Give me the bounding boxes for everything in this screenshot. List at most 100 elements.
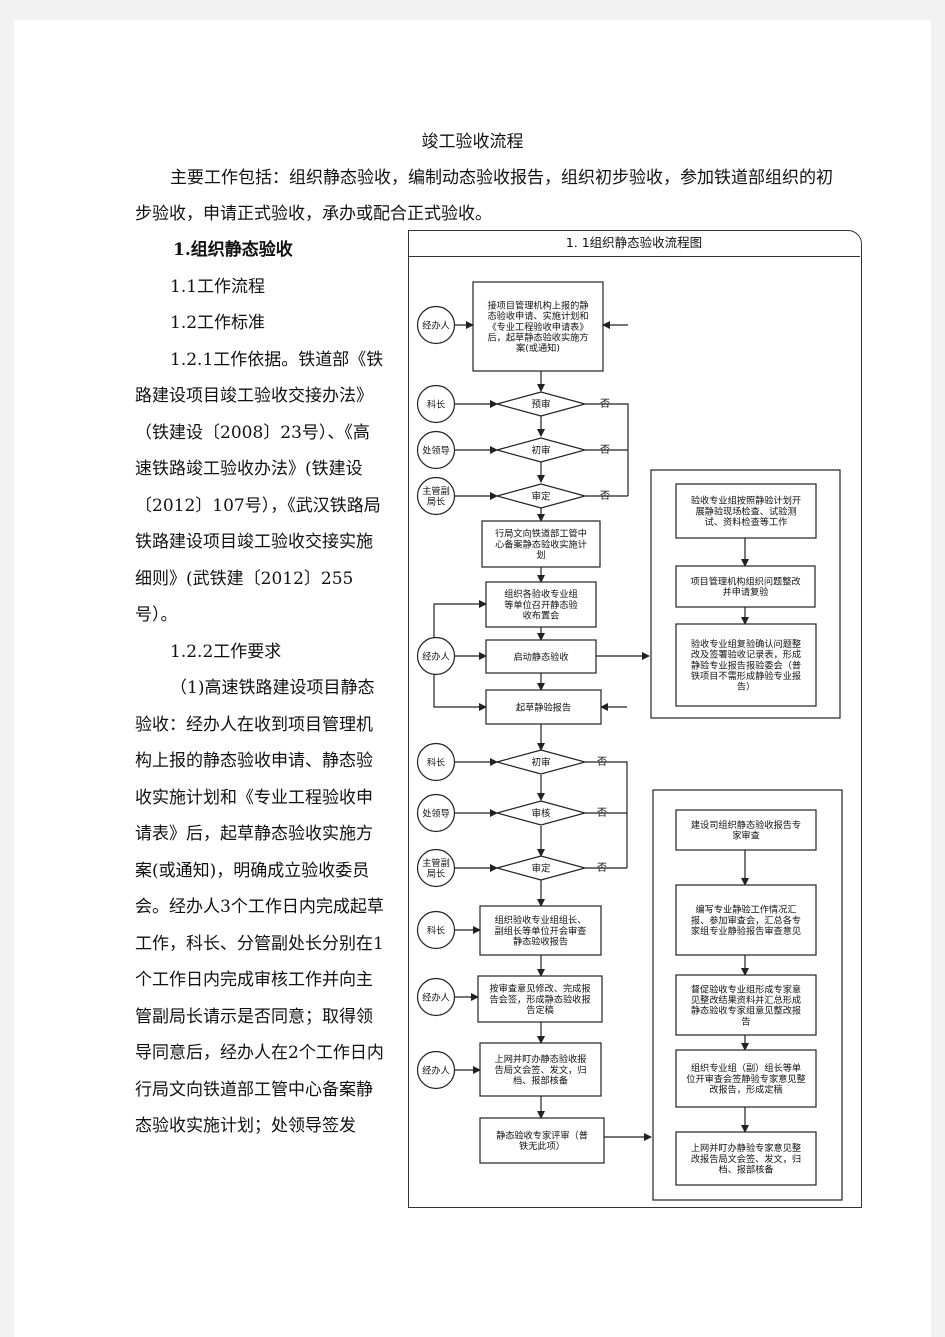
process-text: 改报告，形成定稿 <box>709 1084 783 1096</box>
process-text: 组织验收专业组组长、 <box>495 914 587 926</box>
role-label: 处领导 <box>422 807 450 819</box>
expert-review-group <box>652 789 843 1201</box>
paragraph-requirement-1: （1)高速铁路建设项目静态验收：经办人在收到项目管理机构上报的静态验收申请、静态… <box>135 678 384 1136</box>
section-heading: 1.组织静态验收 <box>173 240 293 260</box>
process-box-r2b4 <box>675 1049 817 1108</box>
process-text: 按审查意见修改、完成报 <box>489 983 590 995</box>
no-label: 否 <box>597 756 607 768</box>
flow-connector <box>585 761 628 868</box>
process-box-b6 <box>479 905 602 956</box>
paragraph-basis: 1.2.1工作依据。铁道部《铁路建设项目竣工验收交接办法》（铁建设〔2008〕2… <box>135 349 384 626</box>
process-text: 并申请复验 <box>723 586 769 598</box>
process-text: 告 <box>741 1015 750 1027</box>
process-text: 验收专业组按照静验计划开 <box>691 495 801 507</box>
intro-paragraph: 主要工作包括：组织静态验收，编制动态验收报告，组织初步验收，参加铁道部组织的初步… <box>135 160 835 232</box>
flowchart-title: 1. 1组织静态验收流程图 <box>408 230 860 257</box>
process-box-b1 <box>472 281 604 372</box>
role-circle-r5 <box>416 636 456 676</box>
decision-d3 <box>494 483 588 509</box>
process-box-r2b1 <box>675 809 817 851</box>
no-label: 否 <box>597 862 607 874</box>
process-box-b2 <box>481 520 601 568</box>
process-text: 心备案静态验收实施计 <box>495 538 587 550</box>
decision-label: 审定 <box>531 863 551 875</box>
role-label: 经办人 <box>422 1064 450 1076</box>
process-text: 督促验收专业组形成专家意 <box>691 983 801 995</box>
process-text: 行局文向铁道部工管中 <box>495 528 587 540</box>
role-label: 主管副 <box>422 857 450 869</box>
process-text: 改及签署验收记录表，形成 <box>691 649 801 661</box>
process-box-b4 <box>485 639 597 674</box>
process-text: 铁项目不需形成静验专业报 <box>691 670 801 682</box>
static-inspection-group <box>650 469 841 719</box>
decision-label: 初审 <box>531 757 550 769</box>
process-text: 启动静态验收 <box>513 651 568 663</box>
role-circle-r8 <box>416 848 456 888</box>
decision-label: 审定 <box>531 491 551 503</box>
process-text: 上网并盯办静验专家意见整 <box>691 1142 801 1154</box>
decision-d1 <box>494 391 588 417</box>
decision-label: 初审 <box>531 445 550 457</box>
decision-label: 预审 <box>531 399 550 411</box>
process-text: 等单位召开静态验 <box>504 599 578 611</box>
decision-d2 <box>494 437 588 463</box>
process-text: 《专业工程验收申请表》 <box>487 321 588 333</box>
process-text: 试、资料检查等工作 <box>705 516 788 528</box>
process-text: 组织专业组（副）组长等单 <box>691 1062 801 1074</box>
role-circle-r6 <box>416 742 456 782</box>
decision-d6 <box>494 855 588 881</box>
subheading-standard: 1.2工作标准 <box>170 313 266 333</box>
subheading-workflow: 1.1工作流程 <box>170 276 266 297</box>
decision-d5 <box>494 800 588 826</box>
process-box-r1b1 <box>675 483 817 539</box>
role-circle-r2 <box>416 384 456 424</box>
role-label: 处领导 <box>422 444 450 456</box>
process-text: 档、报部核备 <box>718 1164 773 1176</box>
flow-connector <box>433 600 487 638</box>
role-label: 经办人 <box>422 991 450 1003</box>
role-label: 局长 <box>427 868 445 880</box>
flow-connector <box>585 403 629 496</box>
process-text: 验收专业组复验确认问题整 <box>691 638 801 650</box>
process-text: 静态验收专家组意见整改报 <box>691 1005 801 1017</box>
process-text: 后，起草静态验收实施方 <box>487 332 588 344</box>
process-text: 展静验现场检查、试验测 <box>695 505 796 517</box>
process-text: 接项目管理机构上报的静 <box>487 299 588 311</box>
process-text: 上网并盯办静态验收报 <box>495 1053 587 1065</box>
process-box-b5 <box>485 689 602 725</box>
process-text: 改报告局文会签、发文，归 <box>691 1153 801 1165</box>
role-label: 经办人 <box>422 319 450 331</box>
process-text: 告定稿 <box>526 1004 554 1016</box>
process-text: 态验收申请、实施计划和 <box>487 310 588 322</box>
decision-label: 审核 <box>531 808 551 820</box>
role-label: 主管副 <box>422 485 450 497</box>
process-text: 组织各验收专业组 <box>504 588 578 600</box>
process-text: 静态验收报告 <box>513 936 568 948</box>
process-box-r2b5 <box>675 1131 817 1186</box>
process-text: 位开审查会签静验专家意见整 <box>686 1073 805 1085</box>
role-circle-r7 <box>416 793 456 833</box>
document-title: 竣工验收流程 <box>421 132 524 152</box>
process-text: 告会签，形成静态验收报 <box>489 993 590 1005</box>
process-box-r2b3 <box>675 974 817 1036</box>
role-circle-r4 <box>416 476 456 516</box>
process-box-r1b2 <box>675 565 816 608</box>
process-text: 副组长等单位开会审查 <box>495 925 587 937</box>
subheading-requirements: 1.2.2工作要求 <box>170 641 282 662</box>
no-label: 否 <box>600 398 610 410</box>
process-text: 静验专业报告报验委会（普 <box>691 659 801 671</box>
role-label: 科长 <box>427 398 445 410</box>
role-label: 科长 <box>427 756 445 768</box>
role-label: 科长 <box>427 924 445 936</box>
intro-text: 主要工作包括：组织静态验收，编制动态验收报告，组织初步验收，参加铁道部组织的初步… <box>135 168 833 224</box>
process-text: 家组专业静验报告审查意见 <box>691 925 801 937</box>
process-text: 家审查 <box>732 830 760 842</box>
process-box-b7 <box>477 975 603 1023</box>
process-text: 档、报部核备 <box>513 1075 568 1087</box>
process-text: 见整改结果资料并汇总形成 <box>691 994 801 1006</box>
process-text: 编写专业静验工作情况汇 <box>695 904 796 916</box>
process-text: 建设司组织静态验收报告专 <box>691 819 801 831</box>
flow-connector <box>433 674 487 711</box>
left-text-column: 1.组织静态验收 1.1工作流程 1.2工作标准 1.2.1工作依据。铁道部《铁… <box>135 232 385 1145</box>
role-label: 经办人 <box>422 650 450 662</box>
